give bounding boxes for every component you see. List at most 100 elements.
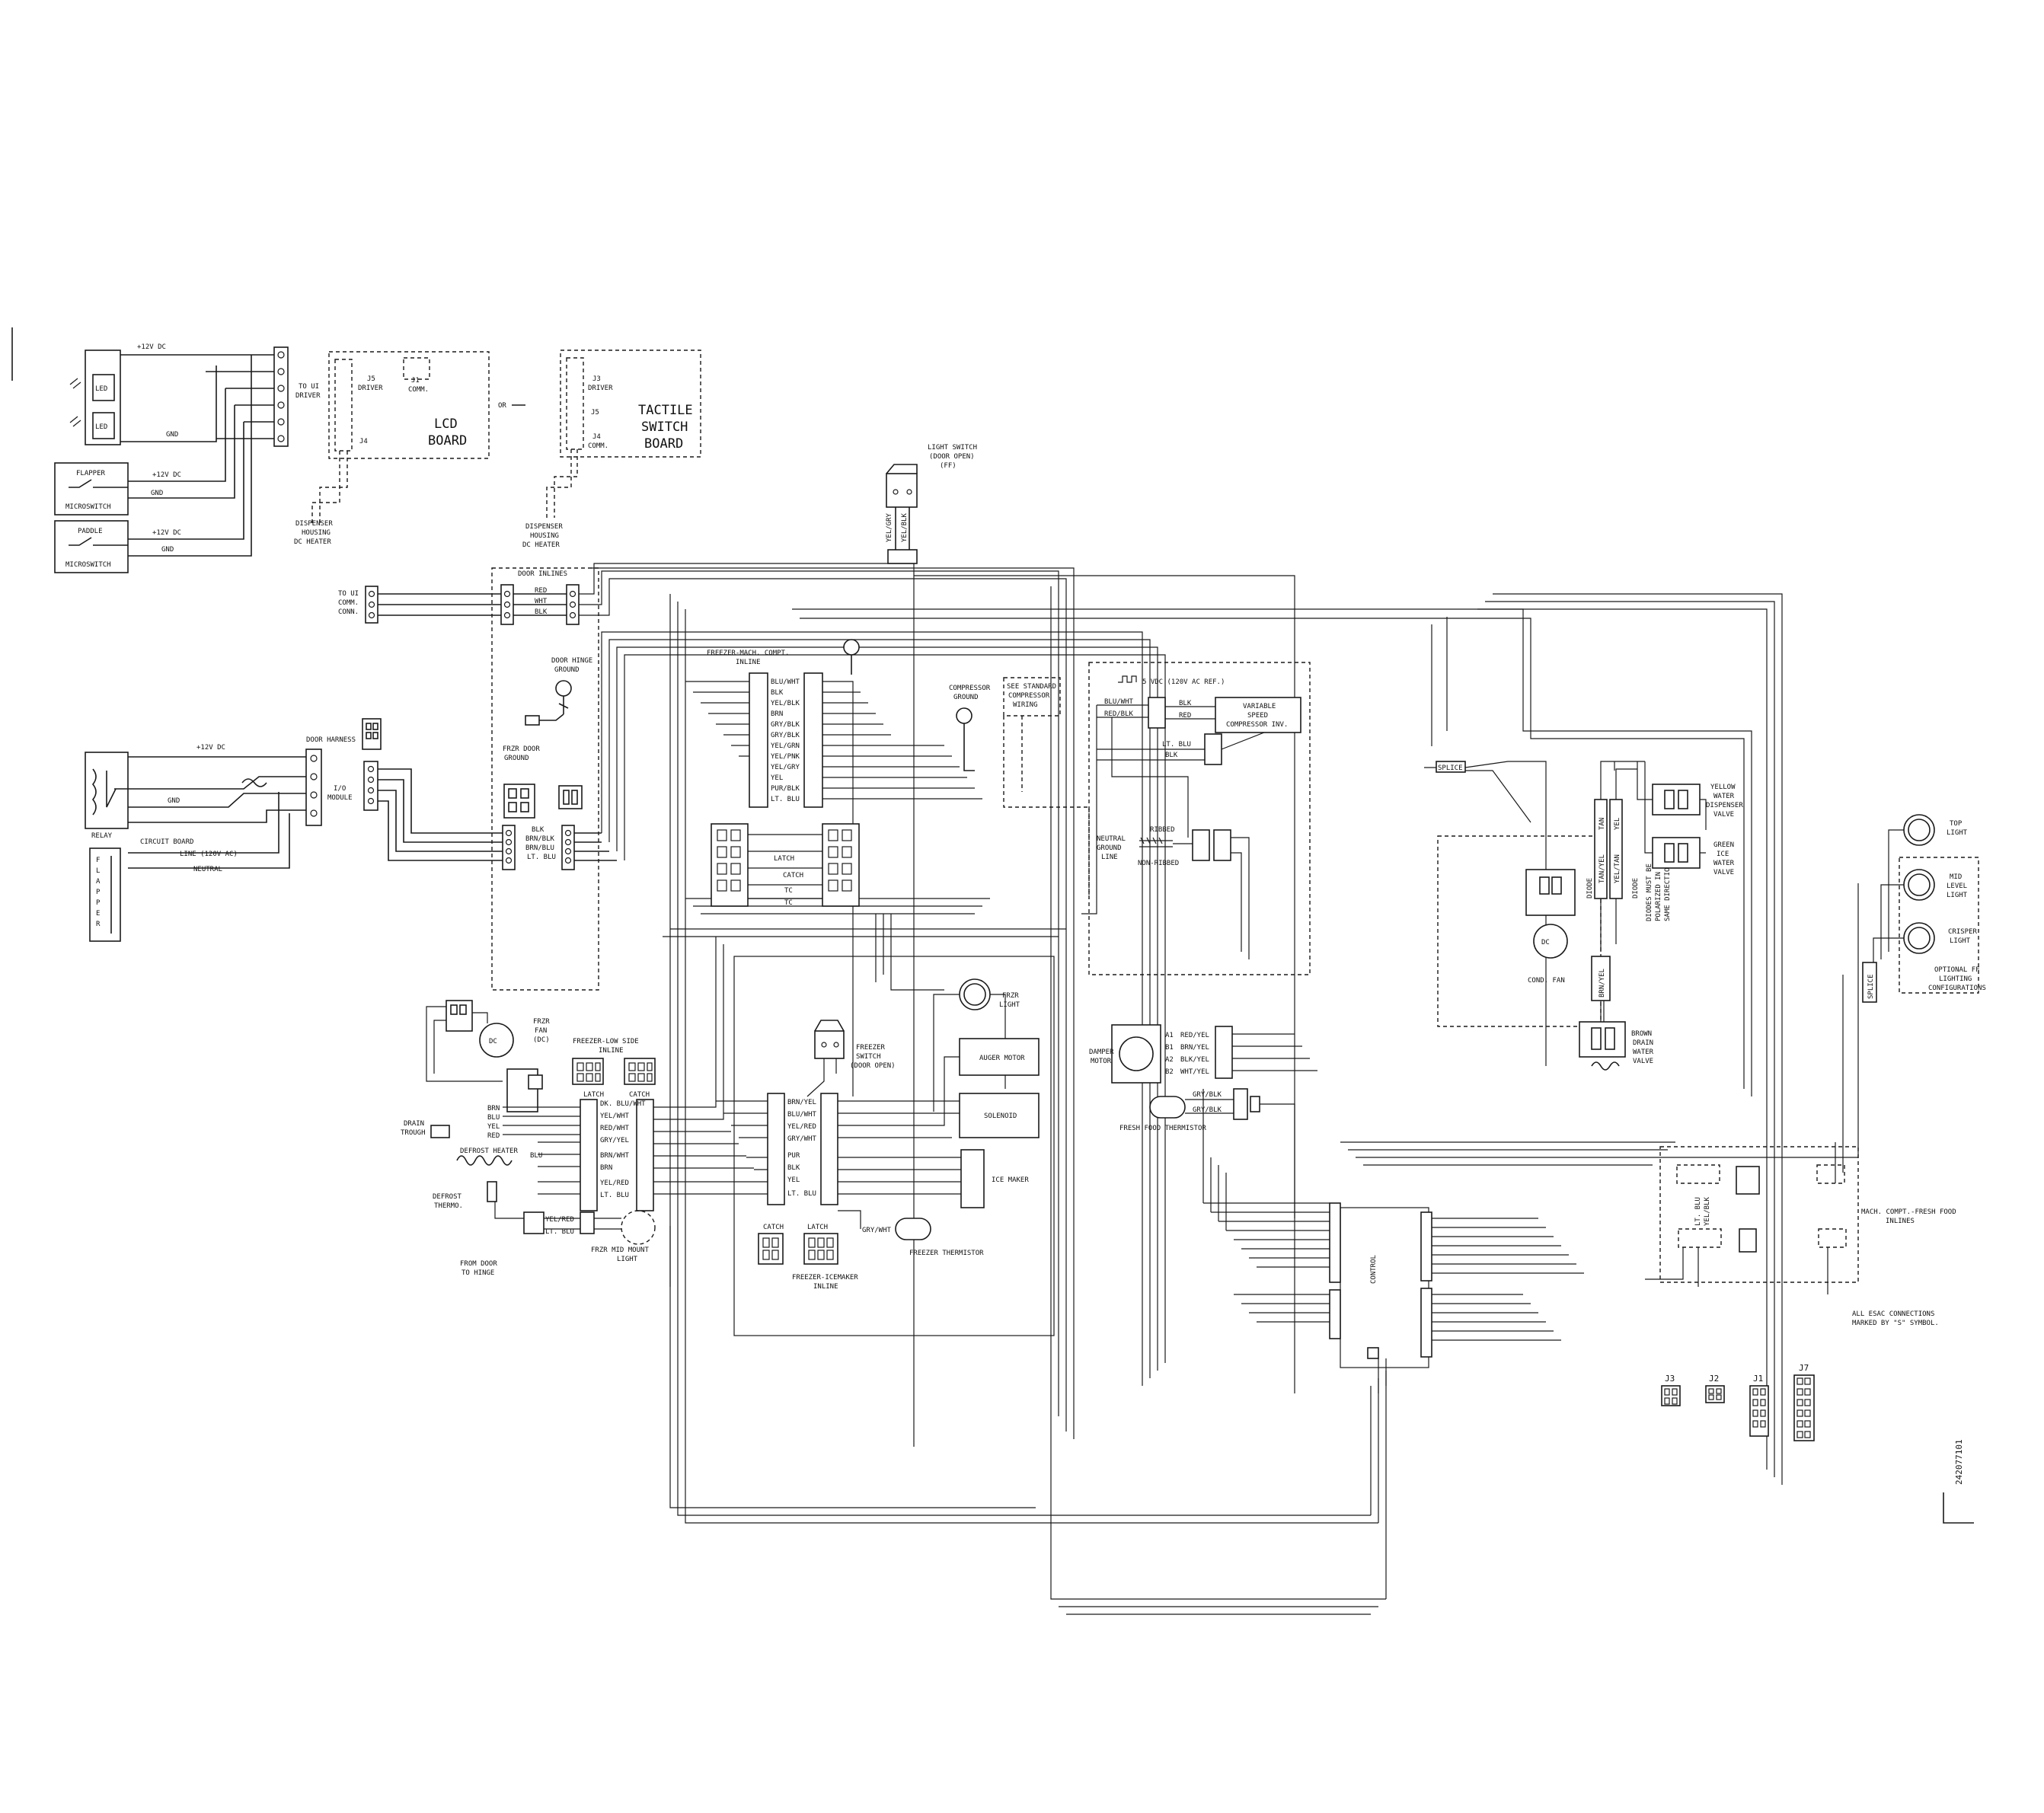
neutral-connector xyxy=(1192,829,1231,861)
svg-text:SPEED: SPEED xyxy=(1247,712,1268,720)
brown-drain-valve: BROWN DRAIN WATER VALVE xyxy=(1579,1021,1654,1071)
svg-text:YEL/RED: YEL/RED xyxy=(600,1179,629,1187)
svg-text:DC HEATER: DC HEATER xyxy=(522,541,560,549)
svg-text:BLK: BLK xyxy=(787,1164,800,1172)
svg-text:GROUND: GROUND xyxy=(504,755,529,762)
svg-text:J5: J5 xyxy=(591,409,599,417)
fls-latch-catch: LATCH CATCH xyxy=(572,1058,656,1099)
svg-text:GROUND: GROUND xyxy=(953,694,979,701)
svg-text:FRZR MID MOUNT: FRZR MID MOUNT xyxy=(591,1246,649,1254)
door-hinge-ground-icon: DOOR HINGE GROUND xyxy=(551,657,592,714)
svg-text:LT. BLU: LT. BLU xyxy=(787,1190,816,1198)
svg-text:LIGHT: LIGHT xyxy=(1950,937,1971,945)
svg-text:TAN/YEL: TAN/YEL xyxy=(1598,854,1606,883)
tactile-switch-board: J3 DRIVER J5 J4 COMM. TACTILE SWITCH BOA… xyxy=(560,350,701,458)
svg-text:VARIABLE: VARIABLE xyxy=(1243,703,1276,710)
svg-text:CONTROL: CONTROL xyxy=(1370,1255,1378,1284)
svg-text:GROUND: GROUND xyxy=(554,666,580,674)
svg-text:CONN.: CONN. xyxy=(338,608,359,616)
svg-text:LIGHT: LIGHT xyxy=(1947,892,1968,899)
svg-text:TO UI: TO UI xyxy=(338,590,359,598)
solenoid: SOLENOID xyxy=(959,1093,1040,1138)
svg-text:YEL/GRN: YEL/GRN xyxy=(771,742,800,750)
svg-text:TC: TC xyxy=(784,887,793,895)
mcff-inlines-region xyxy=(1659,1146,1859,1283)
svg-text:E: E xyxy=(96,910,100,918)
svg-text:MARKED BY "S" SYMBOL.: MARKED BY "S" SYMBOL. xyxy=(1852,1320,1939,1327)
svg-text:LINE: LINE xyxy=(1101,854,1118,861)
svg-text:J2: J2 xyxy=(1709,1374,1719,1384)
freezer-thermistor: GRY/WHT FREEZER THERMISTOR xyxy=(862,1218,984,1257)
yellow-water-valve: YELLOW WATER DISPENSER VALVE xyxy=(1652,784,1743,819)
svg-text:DC: DC xyxy=(1541,939,1550,946)
tactile-label: BOARD xyxy=(644,436,683,452)
svg-text:LT. BLU: LT. BLU xyxy=(600,1192,629,1199)
svg-text:GRY/BLK: GRY/BLK xyxy=(771,721,800,729)
svg-text:PUR/BLK: PUR/BLK xyxy=(771,785,800,793)
svg-text:BLK: BLK xyxy=(771,689,784,697)
lcd-board: J5 DRIVER J1 COMM. J4 LCD BOARD xyxy=(328,351,490,459)
svg-text:GREEN: GREEN xyxy=(1713,841,1734,849)
gnd-label: GND xyxy=(161,546,174,554)
flapper-microswitch: FLAPPER MICROSWITCH xyxy=(54,462,129,515)
svg-text:NEUTRAL: NEUTRAL xyxy=(193,866,222,873)
svg-text:J3: J3 xyxy=(592,375,601,383)
svg-text:INLINE: INLINE xyxy=(599,1047,624,1055)
svg-text:P: P xyxy=(96,889,101,896)
svg-text:A2: A2 xyxy=(1165,1056,1174,1064)
svg-text:TOP: TOP xyxy=(1950,820,1963,828)
svg-text:COND. FAN: COND. FAN xyxy=(1528,977,1565,985)
svg-text:OPTIONAL FF: OPTIONAL FF xyxy=(1934,966,1980,974)
svg-text:SAME DIRECTION: SAME DIRECTION xyxy=(1664,863,1672,921)
svg-text:LIGHT: LIGHT xyxy=(617,1256,638,1263)
svg-text:BLU: BLU xyxy=(487,1114,500,1122)
svg-text:YEL/RED: YEL/RED xyxy=(545,1216,574,1224)
svg-text:BLU/WHT: BLU/WHT xyxy=(1104,698,1134,706)
to-ui-label: TO UI xyxy=(299,383,319,391)
svg-text:RED/YEL: RED/YEL xyxy=(1180,1032,1209,1039)
svg-text:YEL: YEL xyxy=(787,1176,800,1184)
svg-text:FRZR: FRZR xyxy=(1002,992,1019,1000)
ground-icon xyxy=(843,639,860,675)
svg-text:BLU/WHT: BLU/WHT xyxy=(771,678,800,686)
svg-text:COMM.: COMM. xyxy=(588,442,608,450)
svg-text:YEL/PNK: YEL/PNK xyxy=(771,753,800,761)
svg-text:GRY/WHT: GRY/WHT xyxy=(787,1135,817,1143)
svg-text:YEL/BLK: YEL/BLK xyxy=(1704,1196,1711,1226)
standard-compressor-box xyxy=(1003,677,1061,717)
svg-text:COMPRESSOR INV.: COMPRESSOR INV. xyxy=(1226,721,1288,729)
door-harness-connector: DOOR HARNESS xyxy=(306,718,382,750)
svg-text:SEE STANDARD: SEE STANDARD xyxy=(1007,683,1056,691)
damper-connector xyxy=(1215,1026,1233,1079)
gnd-label: GND xyxy=(151,490,163,497)
svg-text:J4: J4 xyxy=(359,438,368,445)
svg-text:BRN/BLU: BRN/BLU xyxy=(525,844,554,852)
svg-text:B1: B1 xyxy=(1165,1044,1174,1052)
svg-text:WHT: WHT xyxy=(535,598,548,605)
lcd-board-label: BOARD xyxy=(428,433,467,448)
latch-catch-block: LATCH CATCH TC TC xyxy=(711,823,860,907)
svg-text:VALVE: VALVE xyxy=(1633,1058,1653,1065)
svg-text:CIRCUIT BOARD: CIRCUIT BOARD xyxy=(140,838,193,846)
svg-text:DC HEATER: DC HEATER xyxy=(294,538,331,546)
light-switch-ff: LIGHT SWITCH (DOOR OPEN) (FF) xyxy=(886,444,977,508)
svg-text:LATCH: LATCH xyxy=(583,1091,604,1099)
svg-text:LT. BLU: LT. BLU xyxy=(771,796,800,803)
svg-text:FREEZER-LOW SIDE: FREEZER-LOW SIDE xyxy=(573,1038,639,1045)
svg-text:P: P xyxy=(96,899,101,907)
svg-text:LATCH: LATCH xyxy=(807,1224,828,1231)
svg-text:BROWN: BROWN xyxy=(1631,1030,1652,1038)
fls-right-wires: DK. BLU/WHT YEL/WHT RED/WHT GRY/YEL BRN/… xyxy=(600,1100,646,1199)
svg-text:FREEZER-MACH. COMPT.: FREEZER-MACH. COMPT. xyxy=(707,650,789,657)
fmc-inline-connector xyxy=(749,672,823,808)
svg-text:(FF): (FF) xyxy=(940,462,957,470)
svg-text:(DOOR OPEN): (DOOR OPEN) xyxy=(850,1062,896,1070)
svg-text:WATER: WATER xyxy=(1713,860,1735,867)
fmc-left-wires: BLU/WHT BLK YEL/BLK BRN GRY/BLK GRY/BLK … xyxy=(771,678,800,803)
splice: SPLICE xyxy=(1436,761,1466,773)
led-label: LED xyxy=(95,423,107,431)
svg-text:I/O: I/O xyxy=(334,785,346,793)
svg-text:CRISPER: CRISPER xyxy=(1948,928,1978,936)
frzr-mid-mount-light: FRZR MID MOUNT LIGHT xyxy=(591,1210,656,1263)
